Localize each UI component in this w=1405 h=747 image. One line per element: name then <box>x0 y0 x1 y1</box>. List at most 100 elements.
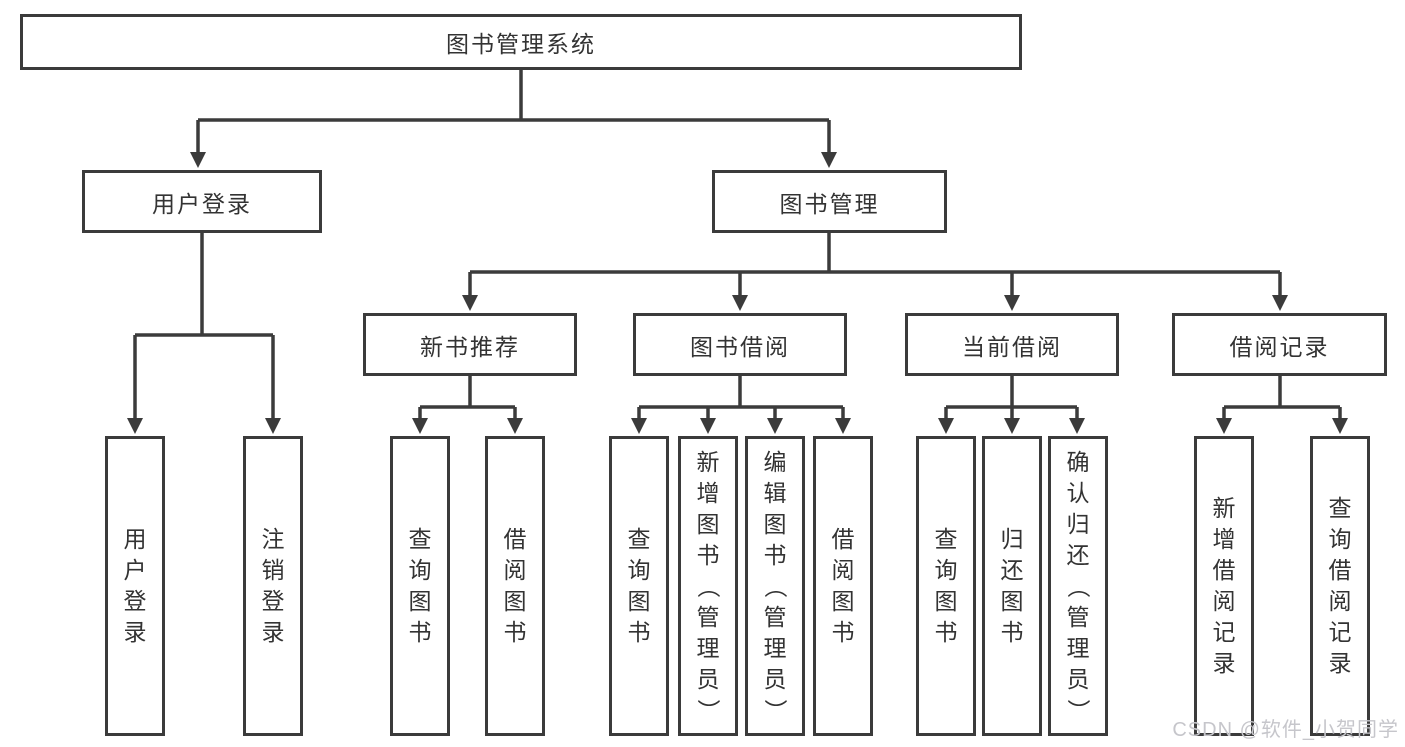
arrowhead <box>1004 295 1020 311</box>
leaf-query-books-current: 查询图书 <box>916 436 976 736</box>
leaf-label-char: 记 <box>1212 619 1236 645</box>
node-label: 图书管理 <box>779 190 880 217</box>
node-root-system: 图书管理系统 <box>20 14 1022 70</box>
leaf-label-char: 书 <box>934 619 958 645</box>
leaf-label-char: 阅 <box>1328 588 1352 614</box>
node-new-book-recommend: 新书推荐 <box>363 313 577 376</box>
node-book-management: 图书管理 <box>712 170 947 233</box>
leaf-label-char: 增 <box>696 479 720 506</box>
leaf-label-char: 借 <box>1328 557 1352 583</box>
leaf-confirm-return-admin: 确认归还（管理员） <box>1048 436 1108 736</box>
leaf-label-char: （ <box>1065 574 1092 598</box>
leaf-label-char: 查 <box>408 526 432 552</box>
leaf-label-char: 图 <box>1000 588 1024 614</box>
leaf-label-char: 询 <box>627 557 651 583</box>
leaf-label-char: 书 <box>408 619 432 645</box>
leaf-label-char: 员 <box>696 665 720 692</box>
leaf-add-borrow-record: 新增借阅记录 <box>1194 436 1254 736</box>
leaf-label-char: 销 <box>261 557 285 583</box>
leaf-label-char: 图 <box>627 588 651 614</box>
leaf-label-char: 登 <box>123 588 147 614</box>
leaf-label-char: 录 <box>1212 650 1236 676</box>
leaf-label-char: 编 <box>763 448 787 475</box>
arrowhead <box>1216 418 1232 434</box>
leaf-label-char: 用 <box>123 526 147 552</box>
leaf-logout: 注销登录 <box>243 436 303 736</box>
node-borrow-records: 借阅记录 <box>1172 313 1387 376</box>
arrowhead <box>1069 418 1085 434</box>
arrowhead <box>1004 418 1020 434</box>
node-label: 借阅记录 <box>1229 333 1330 360</box>
leaf-label-char: ） <box>1065 698 1092 722</box>
leaf-label-char: 询 <box>934 557 958 583</box>
leaf-label-char: 借 <box>1212 557 1236 583</box>
leaf-label-char: 管 <box>696 603 720 630</box>
leaf-label-char: 书 <box>503 619 527 645</box>
leaf-label-char: 借 <box>503 526 527 552</box>
node-label: 图书管理系统 <box>446 31 596 57</box>
leaf-label-char: 还 <box>1000 557 1024 583</box>
leaf-label-char: 查 <box>627 526 651 552</box>
leaf-query-borrow-record: 查询借阅记录 <box>1310 436 1370 736</box>
leaf-edit-books-admin: 编辑图书（管理员） <box>745 436 805 736</box>
arrowhead <box>732 295 748 311</box>
leaf-label-char: 认 <box>1066 479 1090 506</box>
leaf-label-char: 理 <box>696 634 720 661</box>
leaf-user-login: 用户登录 <box>105 436 165 736</box>
leaf-label-char: 归 <box>1066 510 1090 537</box>
arrowhead <box>265 418 281 434</box>
leaf-label-char: 阅 <box>503 557 527 583</box>
node-user-login: 用户登录 <box>82 170 322 233</box>
arrowhead <box>938 418 954 434</box>
leaf-label-char: 图 <box>408 588 432 614</box>
leaf-label-char: 管 <box>763 603 787 630</box>
leaf-label-char: 书 <box>696 541 720 568</box>
arrowhead <box>127 418 143 434</box>
leaf-label-char: （ <box>695 574 722 598</box>
leaf-return-books: 归还图书 <box>982 436 1042 736</box>
leaf-label-char: 户 <box>123 557 147 583</box>
node-label: 新书推荐 <box>420 333 520 360</box>
arrowhead <box>1272 295 1288 311</box>
leaf-label-char: 借 <box>831 526 855 552</box>
leaf-label-char: 书 <box>1000 619 1024 645</box>
leaf-label-char: 理 <box>763 634 787 661</box>
leaf-label-char: 理 <box>1066 634 1090 661</box>
leaf-label-char: 查 <box>1328 495 1352 521</box>
arrowhead <box>767 418 783 434</box>
leaf-label-char: 还 <box>1066 541 1090 568</box>
arrowhead <box>1332 418 1348 434</box>
leaf-label-char: 录 <box>261 619 285 645</box>
leaf-label-char: 录 <box>123 619 147 645</box>
leaf-query-books-borrow: 查询图书 <box>609 436 669 736</box>
arrowhead <box>835 418 851 434</box>
leaf-label-char: （ <box>762 574 789 598</box>
node-book-borrow: 图书借阅 <box>633 313 847 376</box>
node-label: 图书借阅 <box>690 333 790 360</box>
leaf-label-char: 员 <box>763 665 787 692</box>
leaf-label-char: 阅 <box>831 557 855 583</box>
leaf-label-char: ） <box>762 698 789 722</box>
leaf-label-char: 图 <box>763 510 787 537</box>
leaf-label-char: 图 <box>934 588 958 614</box>
leaf-label-char: 确 <box>1066 448 1090 475</box>
leaf-label-char: 图 <box>696 510 720 537</box>
leaf-label-char: 查 <box>934 526 958 552</box>
arrowhead <box>631 418 647 434</box>
leaf-label-char: 阅 <box>1212 588 1236 614</box>
leaf-borrow-books: 借阅图书 <box>813 436 873 736</box>
leaf-label-char: 归 <box>1000 526 1024 552</box>
leaf-label-char: 录 <box>1328 650 1352 676</box>
leaf-label-char: 员 <box>1066 665 1090 692</box>
leaf-label-char: 书 <box>763 541 787 568</box>
leaf-label-char: 增 <box>1212 526 1236 552</box>
node-current-borrow: 当前借阅 <box>905 313 1119 376</box>
arrowhead <box>700 418 716 434</box>
leaf-query-books-recommend: 查询图书 <box>390 436 450 736</box>
leaf-label-char: 记 <box>1328 619 1352 645</box>
leaf-label-char: 图 <box>503 588 527 614</box>
arrowhead <box>462 295 478 311</box>
leaf-label-char: 新 <box>1212 495 1236 521</box>
